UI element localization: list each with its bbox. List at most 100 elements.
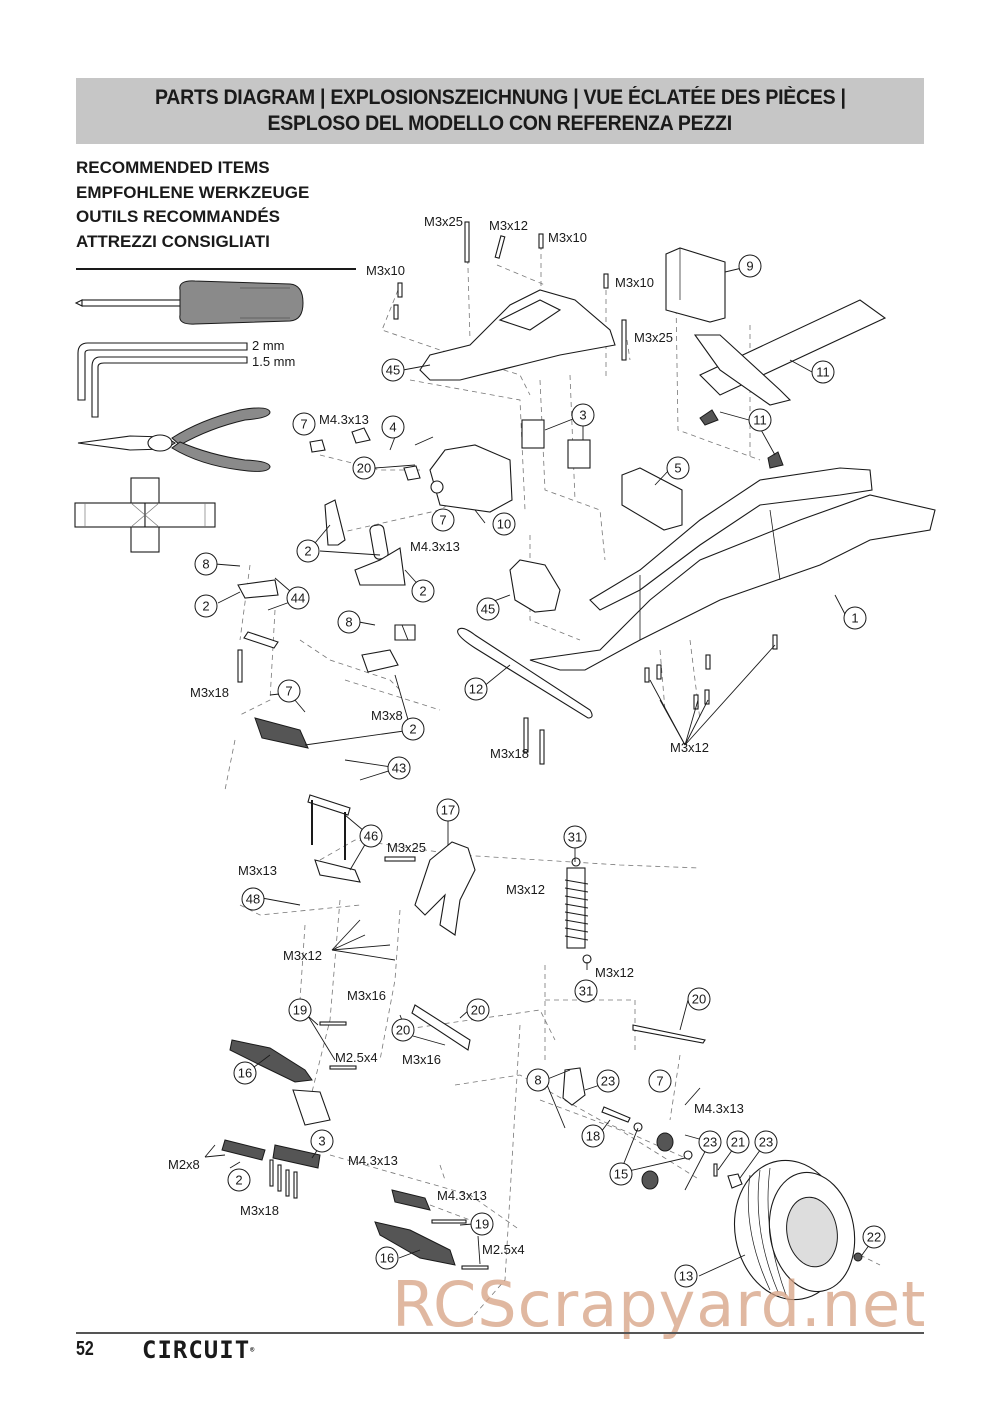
svg-text:3: 3 xyxy=(579,408,586,423)
svg-text:43: 43 xyxy=(392,761,406,776)
svg-text:7: 7 xyxy=(656,1074,663,1089)
svg-text:2: 2 xyxy=(235,1173,242,1188)
callout-7-c: 7 xyxy=(277,679,301,703)
callout-21: 21 xyxy=(726,1130,750,1154)
chassis-part-1 xyxy=(529,467,936,671)
svg-text:19: 19 xyxy=(293,1003,307,1018)
label-m3x16: M3x16 xyxy=(347,988,386,1003)
callout-23-b: 23 xyxy=(698,1130,722,1154)
svg-text:1: 1 xyxy=(851,611,858,626)
page-number: 52 xyxy=(76,1338,94,1360)
cross-wrench-icon xyxy=(74,477,216,553)
callout-13: 13 xyxy=(674,1264,698,1288)
servo-mount-part-3 xyxy=(521,419,591,469)
svg-text:2: 2 xyxy=(202,599,209,614)
callout-23-c: 23 xyxy=(754,1130,778,1154)
screw-glyphs xyxy=(237,221,778,1270)
screwdriver-icon xyxy=(74,280,304,325)
label-m4-3x13: M4.3x13 xyxy=(319,412,369,427)
brand-logo: CIRCUIT® xyxy=(142,1336,256,1364)
label-m3x12: M3x12 xyxy=(283,948,322,963)
svg-text:31: 31 xyxy=(579,984,593,999)
recommended-heading-fr: OUTILS RECOMMANDÉS xyxy=(76,207,280,226)
svg-text:8: 8 xyxy=(202,557,209,572)
wheel-part-13 xyxy=(733,1159,863,1301)
recommended-heading-en: RECOMMENDED ITEMS xyxy=(76,158,270,177)
callout-44: 44 xyxy=(286,586,310,610)
label-m3x10: M3x10 xyxy=(548,230,587,245)
callout-9: 9 xyxy=(738,254,762,278)
pliers-icon xyxy=(77,407,271,472)
svg-text:15: 15 xyxy=(614,1167,628,1182)
label-m3x12: M3x12 xyxy=(595,965,634,980)
recommended-items: RECOMMENDED ITEMS EMPFOHLENE WERKZEUGE O… xyxy=(76,156,309,254)
callout-10: 10 xyxy=(492,512,516,536)
svg-text:11: 11 xyxy=(753,413,767,428)
svg-text:5: 5 xyxy=(674,461,681,476)
svg-text:7: 7 xyxy=(439,513,446,528)
svg-text:20: 20 xyxy=(396,1023,410,1038)
label-m4-3x13: M4.3x13 xyxy=(694,1101,744,1116)
svg-text:46: 46 xyxy=(364,829,378,844)
label-m3x8: M3x8 xyxy=(371,708,403,723)
suspension-parts xyxy=(221,1004,706,1266)
callout-11-b: 11 xyxy=(748,408,772,432)
svg-text:2: 2 xyxy=(409,722,416,737)
screw-labels: M3x25 M3x12 M3x10 M3x10 M3x10 M3x25 M4.3… xyxy=(168,214,744,1257)
label-m2-5x4: M2.5x4 xyxy=(482,1242,525,1257)
callout-7-d: 7 xyxy=(648,1069,672,1093)
callout-3-b: 3 xyxy=(310,1129,334,1153)
svg-text:12: 12 xyxy=(469,682,483,697)
callout-31-a: 31 xyxy=(563,825,587,849)
callout-16-b: 16 xyxy=(375,1246,399,1270)
callout-20-c: 20 xyxy=(466,998,490,1022)
label-m3x10: M3x10 xyxy=(366,263,405,278)
svg-text:4: 4 xyxy=(389,420,396,435)
callout-2-b: 2 xyxy=(194,594,218,618)
label-m3x12: M3x12 xyxy=(506,882,545,897)
svg-text:3: 3 xyxy=(318,1134,325,1149)
svg-text:19: 19 xyxy=(475,1217,489,1232)
callout-2-c: 2 xyxy=(411,579,435,603)
receiver-part-9 xyxy=(665,247,726,323)
svg-text:20: 20 xyxy=(357,461,371,476)
callout-19-b: 19 xyxy=(470,1212,494,1236)
title-banner: PARTS DIAGRAM | EXPLOSIONSZEICHNUNG | VU… xyxy=(76,78,924,144)
label-m2-5x4: M2.5x4 xyxy=(335,1050,378,1065)
callout-3-a: 3 xyxy=(571,403,595,427)
title-line-2: ESPLOSO DEL MODELLO CON REFERENZA PEZZI xyxy=(267,112,733,135)
hex-key-size-1-5mm: 1.5 mm xyxy=(252,354,295,369)
label-m2x8: M2x8 xyxy=(168,1157,200,1172)
label-m4-3x13: M4.3x13 xyxy=(348,1153,398,1168)
callout-5: 5 xyxy=(666,456,690,480)
svg-text:7: 7 xyxy=(300,417,307,432)
label-m3x25: M3x25 xyxy=(634,330,673,345)
callout-23-a: 23 xyxy=(596,1069,620,1093)
callout-43: 43 xyxy=(387,756,411,780)
servo-part-10 xyxy=(429,444,513,513)
callout-1: 1 xyxy=(843,606,867,630)
recommended-divider xyxy=(76,268,356,270)
svg-text:8: 8 xyxy=(534,1073,541,1088)
svg-text:20: 20 xyxy=(692,992,706,1007)
callout-8-a: 8 xyxy=(194,552,218,576)
callout-45-top: 45 xyxy=(381,358,405,382)
callout-2-a: 2 xyxy=(296,539,320,563)
steering-parts xyxy=(237,427,421,749)
callout-20-b: 20 xyxy=(687,987,711,1011)
callout-20-d: 20 xyxy=(391,1018,415,1042)
label-m3x10: M3x10 xyxy=(615,275,654,290)
svg-text:23: 23 xyxy=(703,1135,717,1150)
label-m4-3x13: M4.3x13 xyxy=(410,539,460,554)
callout-15: 15 xyxy=(609,1162,633,1186)
bumper-part-12 xyxy=(457,627,593,719)
callout-18: 18 xyxy=(581,1124,605,1148)
svg-text:23: 23 xyxy=(601,1074,615,1089)
battery-part-5 xyxy=(621,467,683,531)
svg-text:16: 16 xyxy=(238,1066,252,1081)
svg-text:13: 13 xyxy=(679,1269,693,1284)
callout-19-a: 19 xyxy=(288,998,312,1022)
svg-text:45: 45 xyxy=(386,363,400,378)
label-m3x16: M3x16 xyxy=(402,1052,441,1067)
front-brace-part-45 xyxy=(509,559,561,613)
